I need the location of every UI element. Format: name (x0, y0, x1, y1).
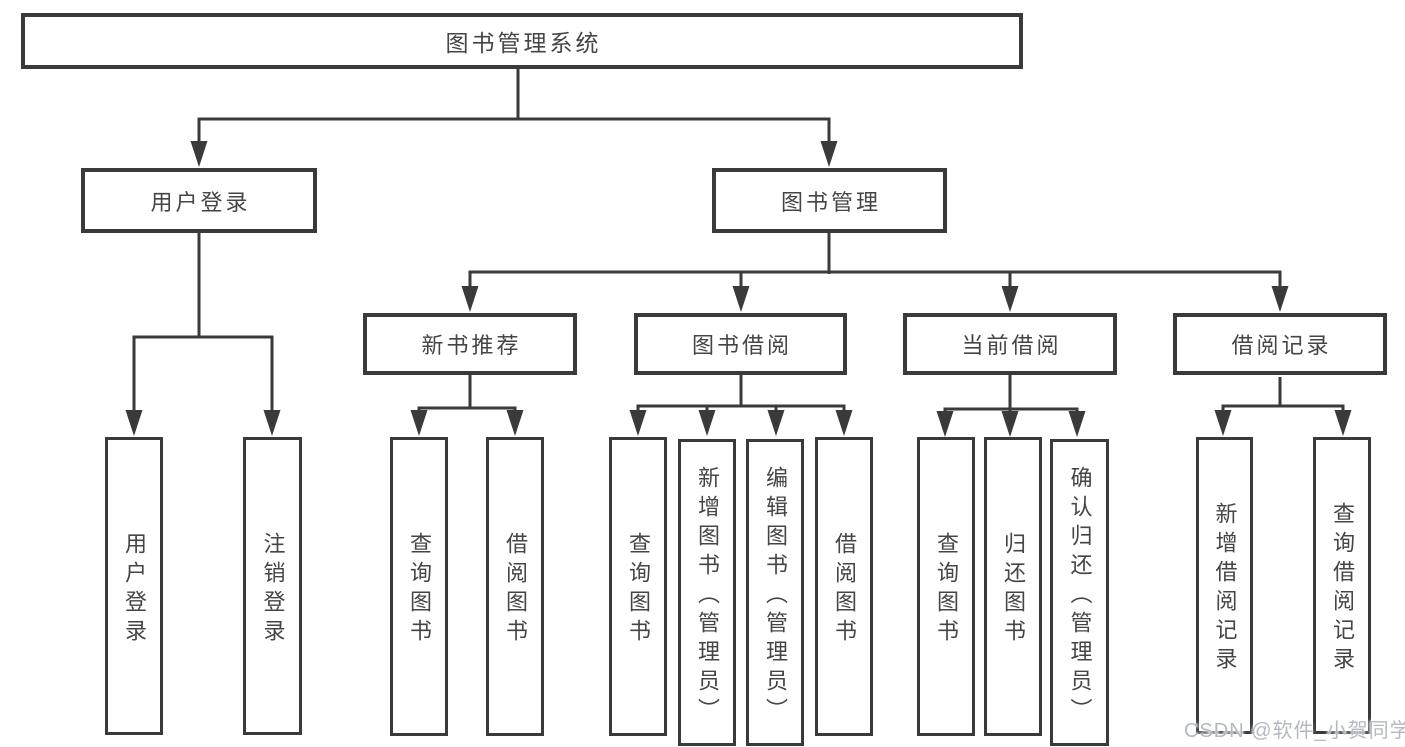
node-cb-return-books-label: 归还图书 (1001, 532, 1026, 648)
node-nr-borrow-books: 借阅图书 (486, 437, 544, 736)
node-br-query-record-label: 查询借阅记录 (1330, 502, 1355, 676)
node-cb-return-books: 归还图书 (984, 437, 1042, 736)
node-system-root: 图书管理系统 (21, 13, 1023, 69)
node-new-book-recommendation-label: 新书推荐 (421, 333, 522, 358)
node-user-login: 用户登录 (81, 168, 317, 233)
node-book-management: 图书管理 (712, 168, 947, 233)
node-system-root-label: 图书管理系统 (445, 30, 602, 56)
node-nr-query-books-label: 查询图书 (407, 532, 432, 648)
node-br-add-record-label: 新增借阅记录 (1212, 502, 1238, 676)
node-logout-label: 注销登录 (260, 531, 286, 648)
node-cb-confirm-return-admin-label: 确认归还（管理员） (1067, 465, 1093, 727)
node-borrowing-records: 借阅记录 (1173, 313, 1387, 375)
node-bb-query-books-label: 查询图书 (626, 532, 651, 648)
node-login-label: 用户登录 (122, 531, 147, 648)
node-cb-query-books: 查询图书 (917, 437, 975, 736)
node-current-borrowing: 当前借阅 (903, 313, 1117, 375)
node-current-borrowing-label: 当前借阅 (961, 333, 1062, 358)
node-bb-add-books-admin: 新增图书（管理员） (678, 439, 736, 746)
node-br-add-record: 新增借阅记录 (1196, 437, 1253, 734)
node-login: 用户登录 (105, 437, 163, 735)
node-book-borrowing: 图书借阅 (634, 313, 847, 375)
node-borrowing-records-label: 借阅记录 (1231, 333, 1332, 358)
node-cb-query-books-label: 查询图书 (934, 532, 959, 648)
node-logout: 注销登录 (243, 437, 302, 735)
node-user-login-label: 用户登录 (150, 189, 251, 215)
node-br-query-record: 查询借阅记录 (1313, 437, 1371, 734)
node-book-borrowing-label: 图书借阅 (691, 333, 792, 358)
node-bb-edit-books-admin-label: 编辑图书（管理员） (763, 465, 788, 727)
node-bb-query-books: 查询图书 (609, 437, 667, 736)
node-new-book-recommendation: 新书推荐 (363, 313, 577, 375)
node-bb-edit-books-admin: 编辑图书（管理员） (746, 439, 804, 746)
node-cb-confirm-return-admin: 确认归还（管理员） (1050, 439, 1109, 746)
node-bb-borrow-books: 借阅图书 (815, 437, 873, 736)
csdn-watermark: CSDN @软件_小贺同学 (1184, 720, 1405, 742)
node-book-management-label: 图书管理 (780, 189, 881, 215)
node-nr-query-books: 查询图书 (390, 437, 448, 736)
node-bb-borrow-books-label: 借阅图书 (832, 532, 857, 648)
node-nr-borrow-books-label: 借阅图书 (503, 532, 528, 648)
node-bb-add-books-admin-label: 新增图书（管理员） (695, 465, 720, 727)
